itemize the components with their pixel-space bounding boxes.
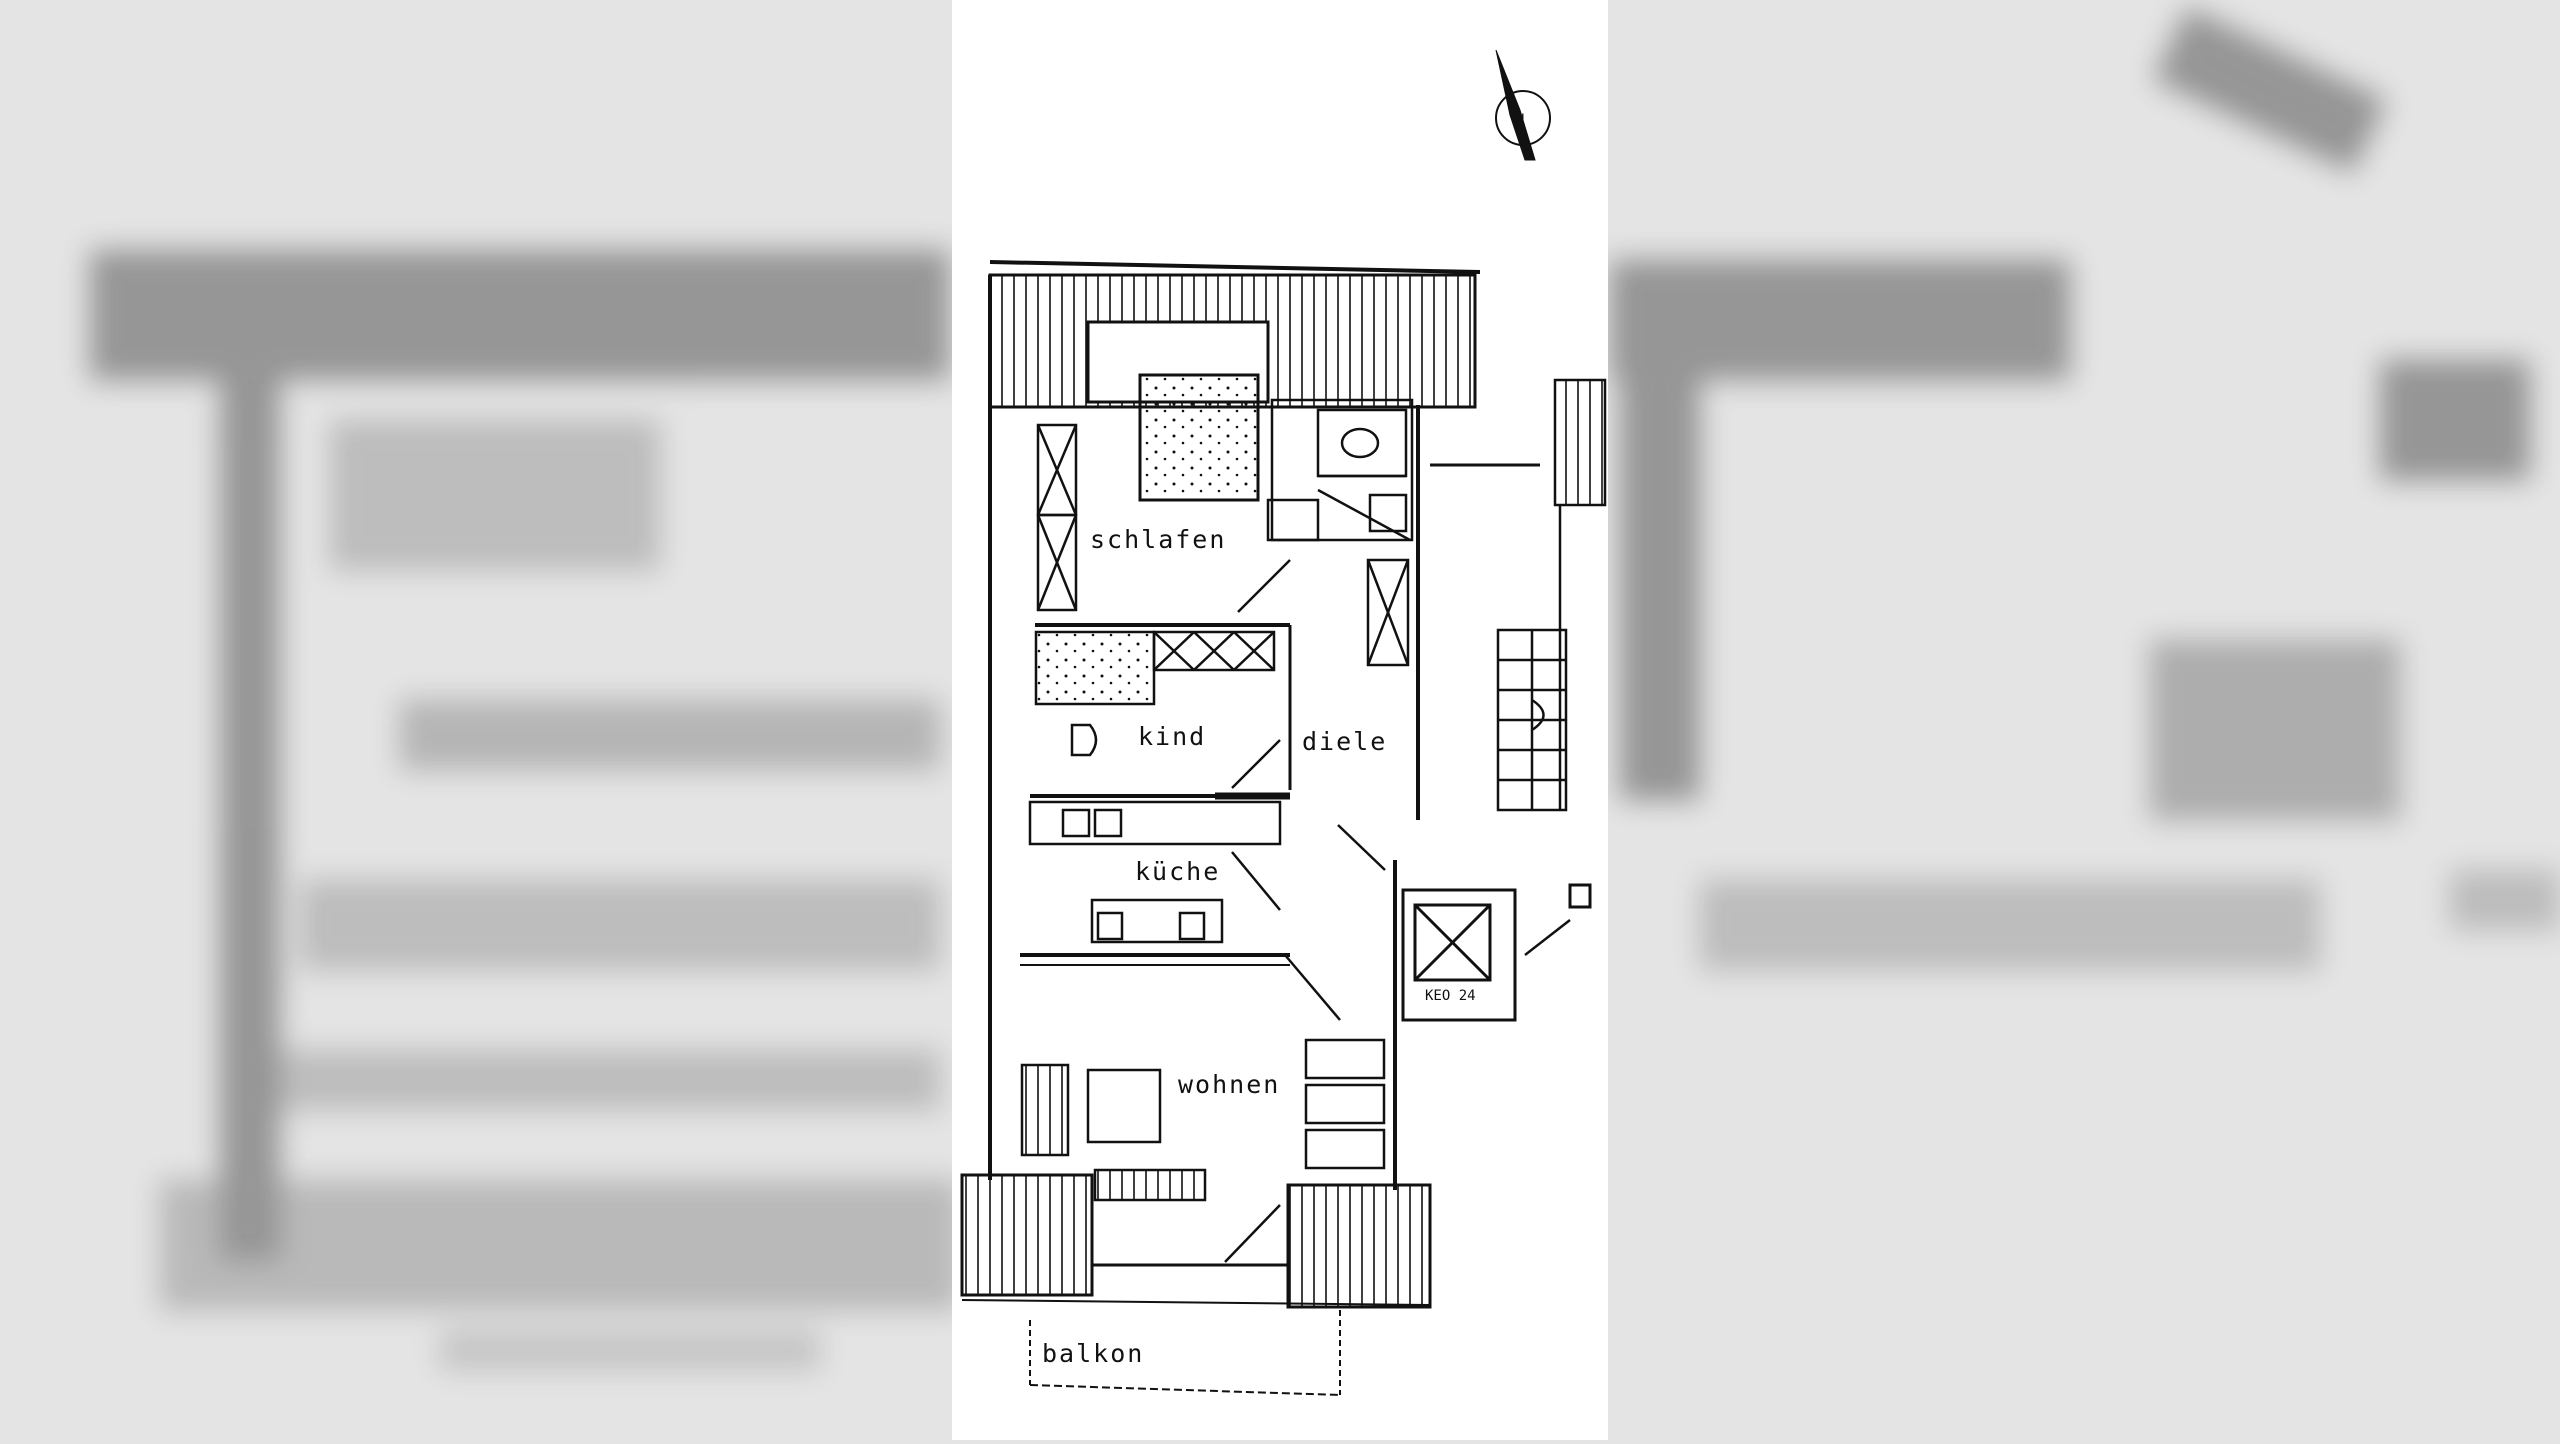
wardrobe-kind [1152,630,1276,672]
kitchen-table [1090,898,1224,944]
bed-kind [1034,630,1156,706]
bed-schlafen [1138,373,1260,502]
living-furniture [1020,1038,1386,1202]
wardrobe-left [1036,423,1078,612]
room-label-kueche: küche [1135,857,1220,886]
staircase [1430,378,1607,812]
wardrobe-diele [1366,558,1410,667]
room-label-schlafen: schlafen [1090,525,1226,554]
compass-n-label: N [1516,112,1524,128]
balcony-right-rail [1286,1183,1432,1309]
room-label-diele: diele [1302,727,1387,756]
desk-chair-kind [1070,723,1098,757]
room-label-balkon: balkon [1042,1339,1144,1368]
compass [1495,49,1551,161]
chimney [1401,883,1592,1022]
room-label-wohnen: wohnen [1178,1070,1280,1099]
balcony-left-rail [960,1173,1094,1297]
room-label-kind: kind [1138,722,1206,751]
bathroom [1266,398,1414,542]
chimney-label: KEO 24 [1425,988,1476,1004]
top-roof-strip [988,260,1481,409]
kitchen-counter [1028,800,1282,846]
